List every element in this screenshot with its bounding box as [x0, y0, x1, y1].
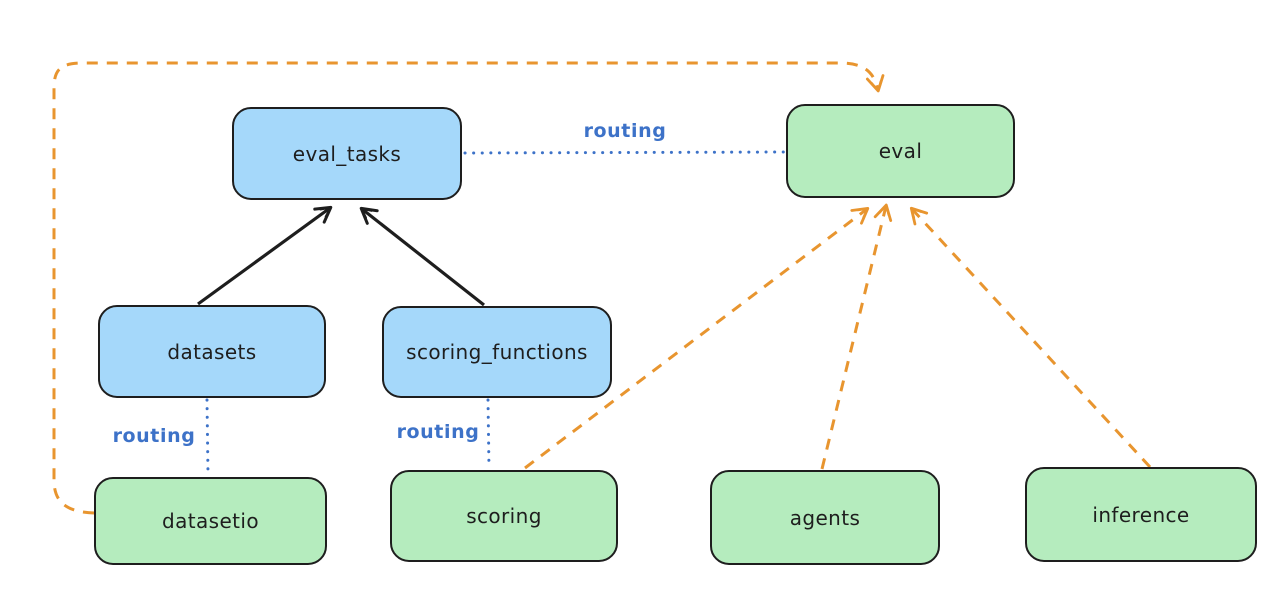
edge-agents-to-eval	[820, 203, 893, 470]
edge-scoring-functions-to-scoring-routing	[486, 398, 491, 470]
node-scoring-functions-label: scoring_functions	[406, 340, 588, 364]
node-eval-tasks: eval_tasks	[232, 107, 462, 200]
edge-datasets-to-datasetio-routing	[205, 398, 210, 476]
edge-label-routing-datasets-datasetio: routing	[112, 425, 196, 447]
node-eval-tasks-label: eval_tasks	[292, 141, 402, 166]
node-datasets-label: datasets	[167, 339, 257, 364]
edge-eval-tasks-to-eval-routing	[463, 150, 786, 155]
node-eval-label: eval	[878, 139, 923, 163]
node-datasetio: datasetio	[94, 477, 327, 565]
node-datasetio-label: datasetio	[161, 509, 259, 533]
edge-scoring-functions-to-eval-tasks	[359, 206, 485, 307]
node-datasets: datasets	[98, 305, 326, 398]
edge-inference-to-eval	[909, 206, 1152, 469]
edge-label-routing-scoring-functions-scoring: routing	[396, 421, 480, 443]
node-eval: eval	[786, 104, 1015, 198]
node-scoring-functions: scoring_functions	[382, 306, 612, 398]
node-inference: inference	[1025, 467, 1257, 562]
node-inference-label: inference	[1092, 502, 1190, 527]
node-scoring: scoring	[390, 470, 618, 562]
node-scoring-label: scoring	[466, 504, 542, 528]
node-agents: agents	[710, 470, 940, 565]
edge-datasets-to-eval-tasks	[197, 205, 333, 306]
node-agents-label: agents	[789, 505, 861, 530]
edge-label-routing-eval-tasks-eval: routing	[583, 120, 667, 142]
